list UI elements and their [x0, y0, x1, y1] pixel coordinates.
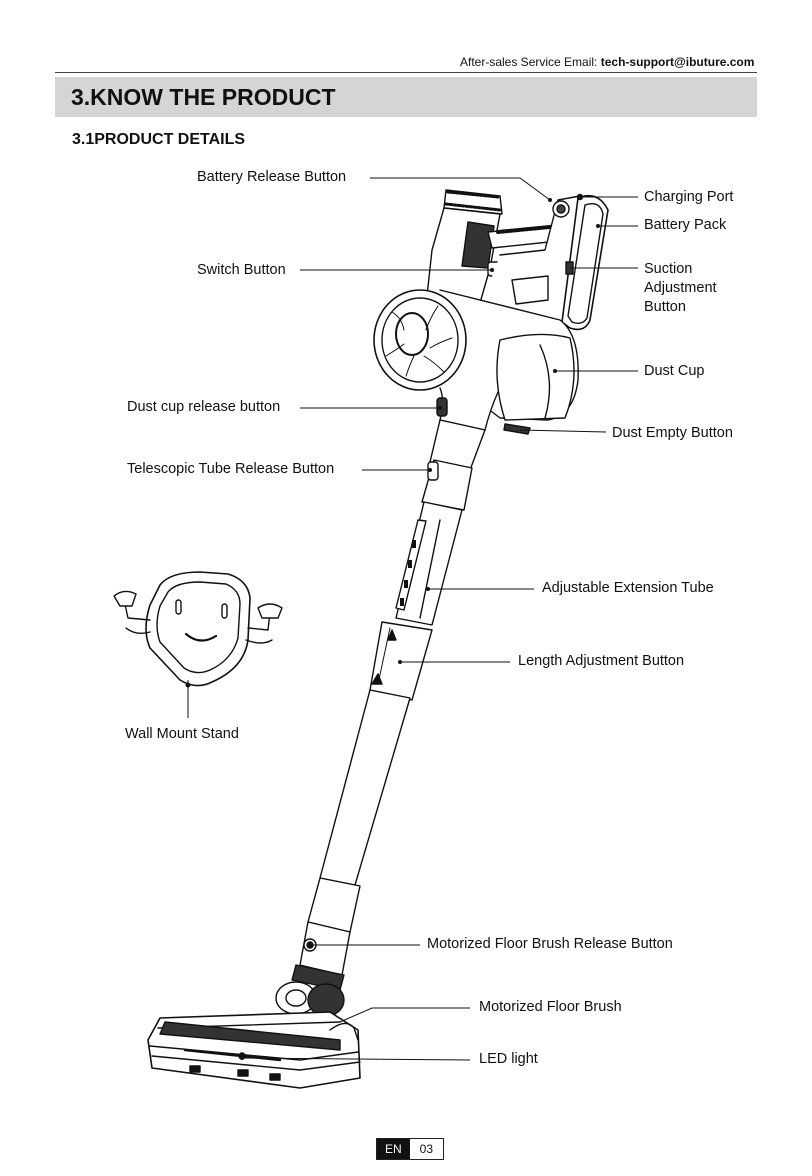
- label-charging-port: Charging Port: [644, 189, 734, 205]
- label-battery-pack: Battery Pack: [644, 217, 727, 233]
- wall-mount-stand: [113, 571, 283, 687]
- service-email-prefix: After-sales Service Email:: [460, 55, 601, 69]
- label-telescopic-tube-release-button: Telescopic Tube Release Button: [127, 461, 335, 477]
- language-badge: EN: [377, 1139, 410, 1159]
- label-battery-release-button: Battery Release Button: [197, 169, 347, 185]
- label-motorized-floor-brush-release-button: Motorized Floor Brush Release Button: [427, 936, 673, 952]
- section-title-bar: 3.KNOW THE PRODUCT: [55, 77, 757, 117]
- label-switch-button: Switch Button: [197, 262, 286, 278]
- label-dust-empty-button: Dust Empty Button: [612, 425, 733, 441]
- leader-dust-empty: [519, 429, 607, 433]
- label-wall-mount-stand: Wall Mount Stand: [125, 726, 239, 742]
- motor-dustcup-unit: [373, 289, 579, 435]
- label-motorized-floor-brush: Motorized Floor Brush: [479, 999, 622, 1015]
- subsection-title: 3.1PRODUCT DETAILS: [72, 131, 246, 148]
- label-dust-cup-release-button: Dust cup release button: [127, 399, 281, 415]
- leader-led: [241, 1057, 471, 1061]
- leader-battery-release: [370, 177, 551, 201]
- after-sales-service-line: After-sales Service Email: tech-support@…: [460, 55, 754, 69]
- label-dust-cup: Dust Cup: [644, 363, 705, 379]
- section-title: 3.KNOW THE PRODUCT: [71, 84, 336, 110]
- tube-assembly: [291, 419, 486, 991]
- floor-brush: [147, 981, 361, 1089]
- header-rule: [55, 72, 757, 73]
- leader-floor-brush: [339, 1007, 470, 1023]
- label-led-light: LED light: [479, 1051, 538, 1067]
- label-adjustable-extension-tube: Adjustable Extension Tube: [542, 580, 714, 596]
- page-marker: EN 03: [376, 1138, 445, 1160]
- handle-unit: [425, 189, 609, 331]
- label-suction-adjustment-button: Suction Adjustment Button: [644, 261, 717, 315]
- page-number: 03: [409, 1139, 444, 1159]
- service-email: tech-support@ibuture.com: [600, 55, 755, 69]
- label-length-adjustment-button: Length Adjustment Button: [518, 653, 685, 669]
